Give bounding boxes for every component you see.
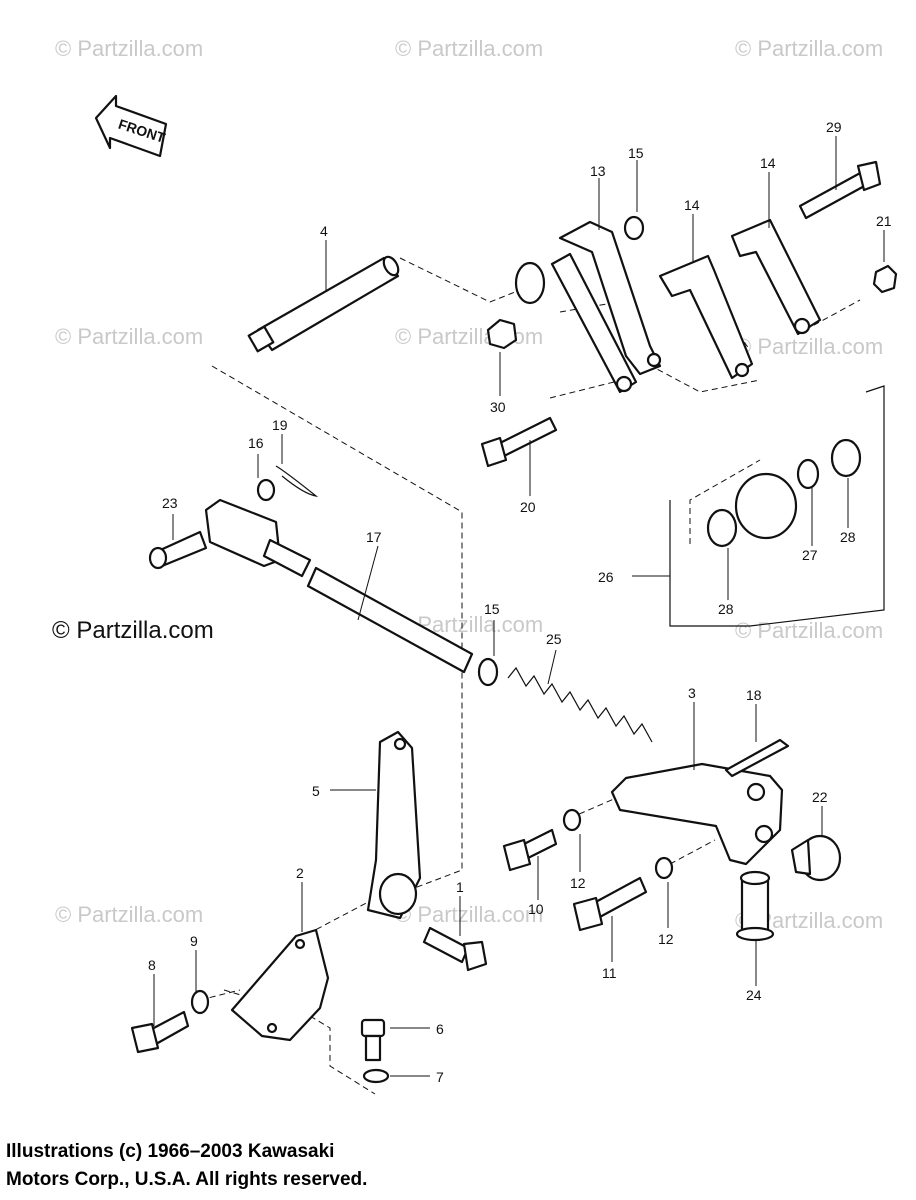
- callout-17: 17: [366, 529, 382, 545]
- callout-11: 11: [602, 965, 617, 981]
- callout-16: 16: [248, 435, 264, 451]
- part-5-lever: [366, 730, 422, 920]
- part-3-bracket: [610, 762, 784, 866]
- callout-8: 8: [148, 957, 156, 973]
- callout-14: 14: [684, 197, 700, 213]
- part-20-bolt: [480, 416, 558, 468]
- part-2-bracket: [230, 928, 330, 1042]
- part-22-clip: [790, 834, 842, 882]
- callout-1: 1: [456, 879, 464, 895]
- part-8-bolt: [130, 1010, 190, 1054]
- callout-23: 23: [162, 495, 178, 511]
- callout-19: 19: [272, 417, 288, 433]
- part-14-plate-left: [658, 254, 754, 380]
- footer-line-1: Illustrations (c) 1966–2003 Kawasaki: [6, 1141, 335, 1162]
- callout-15: 15: [628, 145, 644, 161]
- part-30-nut: [486, 318, 518, 350]
- watermark: © Partzilla.com: [55, 324, 204, 349]
- part-24-pin: [735, 870, 775, 942]
- watermark: © Partzilla.com: [735, 36, 884, 61]
- part-17-rod: [204, 498, 474, 674]
- part-15-washer: [477, 657, 499, 687]
- watermark: © Partzilla.com: [55, 902, 204, 927]
- callout-28: 28: [840, 529, 856, 545]
- callout-28: 28: [718, 601, 734, 617]
- watermark: © Partzilla.com: [55, 36, 204, 61]
- callout-29: 29: [826, 119, 842, 135]
- part-26-bearing-kit: [669, 385, 885, 627]
- watermark: © Partzilla.com: [395, 902, 544, 927]
- callout-10: 10: [528, 901, 544, 917]
- callout-4: 4: [320, 223, 328, 239]
- part-16-washer: [256, 478, 276, 502]
- part-15-washer: [623, 215, 645, 241]
- part-10-bolt: [502, 828, 558, 872]
- copyright-text: © Partzilla.com: [52, 617, 214, 644]
- part-7-washer: [362, 1068, 390, 1084]
- callout-13: 13: [590, 163, 606, 179]
- callout-24: 24: [746, 987, 762, 1003]
- part-9-washer: [190, 989, 210, 1015]
- callout-25: 25: [546, 631, 562, 647]
- callout-18: 18: [746, 687, 762, 703]
- callout-12: 12: [658, 931, 674, 947]
- front-arrow-icon: FRONT: [94, 94, 168, 158]
- part-12-washer: [562, 808, 582, 832]
- part-1-bolt: [422, 926, 488, 972]
- part-23-pin: [148, 530, 208, 570]
- callout-22: 22: [812, 789, 828, 805]
- callout-20: 20: [520, 499, 536, 515]
- part-18-cotter-pin: [724, 738, 790, 778]
- callout-27: 27: [802, 547, 818, 563]
- part-14-plate-right: [730, 218, 822, 336]
- watermark: © Partzilla.com: [735, 618, 884, 643]
- callout-21: 21: [876, 213, 892, 229]
- watermark: © Partzilla.com: [735, 334, 884, 359]
- part-25-spring: [507, 666, 653, 743]
- callout-3: 3: [688, 685, 696, 701]
- part-19-clip: [275, 465, 319, 497]
- callout-15: 15: [484, 601, 500, 617]
- part-6-screw: [360, 1018, 386, 1062]
- callout-14: 14: [760, 155, 776, 171]
- part-12-washer: [654, 856, 674, 880]
- part-29-bolt: [798, 160, 882, 220]
- callout-12: 12: [570, 875, 586, 891]
- callout-2: 2: [296, 865, 304, 881]
- callout-26: 26: [598, 569, 614, 585]
- part-11-bolt: [572, 876, 648, 932]
- part-21-nut: [872, 264, 898, 294]
- part-4-shaft: [247, 255, 400, 353]
- footer-copyright: Illustrations (c) 1966–2003 Kawasaki Mot…: [6, 1138, 367, 1194]
- callout-30: 30: [490, 399, 506, 415]
- callout-6: 6: [436, 1021, 444, 1037]
- footer-line-2: Motors Corp., U.S.A. All rights reserved…: [6, 1169, 368, 1190]
- callout-7: 7: [436, 1069, 444, 1085]
- callout-9: 9: [190, 933, 198, 949]
- leader-lines: [153, 136, 885, 1077]
- watermark: © Partzilla.com: [395, 36, 544, 61]
- callout-5: 5: [312, 783, 320, 799]
- watermark: © Partzilla.com: [395, 324, 544, 349]
- callout-numbers: 4 13 15 14 14 29 21 30 20 23 16 19 17 15…: [148, 119, 892, 1085]
- part-13-arm: [514, 220, 662, 394]
